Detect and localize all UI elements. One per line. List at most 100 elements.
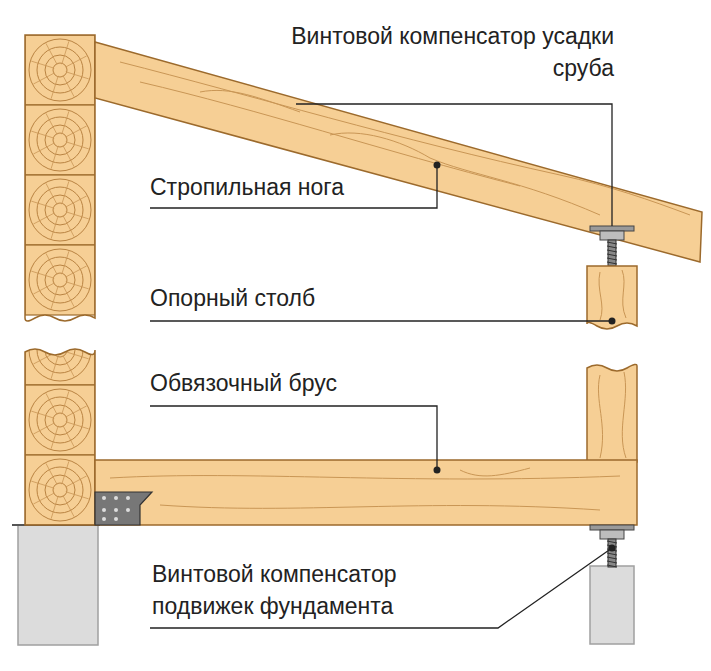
wood-grain <box>110 468 620 510</box>
drawing-part <box>46 43 57 64</box>
drawing-part <box>66 422 89 429</box>
drawing-part <box>607 557 617 559</box>
drawing-part <box>33 283 54 294</box>
nut <box>600 530 624 539</box>
drawing-part <box>25 35 95 105</box>
log-wall-outline <box>25 349 95 525</box>
drawing-part <box>29 109 91 171</box>
drawing-part <box>29 249 91 311</box>
drawing-part <box>51 496 58 519</box>
drawing-part <box>33 73 54 84</box>
beam <box>95 460 637 525</box>
drawing-part <box>31 481 54 488</box>
drawing-part <box>31 201 54 208</box>
log-wall-outline <box>25 35 95 321</box>
drawing-part <box>25 315 95 385</box>
drawing-part <box>330 133 600 215</box>
part-label: Винтовой компенсатор усадки сруба <box>280 20 614 84</box>
drawing-part <box>33 213 54 224</box>
drawing-part <box>609 545 616 552</box>
drawing-part <box>66 492 89 499</box>
drawing-part <box>29 39 91 101</box>
log-wall <box>25 315 95 525</box>
wood-grain <box>598 372 626 458</box>
drawing-part <box>63 355 74 376</box>
drawing-part <box>29 179 91 241</box>
drawing-part <box>65 196 86 207</box>
drawing-part <box>25 455 95 525</box>
drawing-part <box>46 323 57 344</box>
drawing-part <box>120 62 690 215</box>
drawing-part <box>46 393 57 414</box>
screw-thread <box>607 541 617 567</box>
leader-dots <box>434 162 616 552</box>
drawing-part <box>65 406 86 417</box>
drawing-part <box>37 467 83 513</box>
drawing-part <box>62 111 69 134</box>
drawing-part <box>63 495 74 516</box>
wood-grain <box>120 62 690 215</box>
drawing-part <box>37 47 83 93</box>
drawing-part <box>31 271 54 278</box>
drawing-part <box>46 253 57 274</box>
drawing-part <box>53 133 67 147</box>
drawing-part <box>160 505 600 510</box>
drawing-part <box>607 250 617 252</box>
drawing-part <box>607 553 617 555</box>
drawing-part <box>65 476 86 487</box>
drawing-part <box>63 215 74 236</box>
drawing-part <box>607 262 617 264</box>
drawing-part <box>37 187 83 233</box>
drawing-part <box>63 145 74 166</box>
drawing-part <box>37 117 83 163</box>
drawing-part <box>114 517 118 521</box>
drawing-part <box>63 75 74 96</box>
drawing-part <box>53 273 67 287</box>
foundation-post <box>590 566 634 644</box>
drawing-part <box>607 254 617 256</box>
drawing-part <box>45 265 75 295</box>
drawing-part <box>62 321 69 344</box>
nut <box>600 231 624 240</box>
drawing-part <box>45 475 75 505</box>
drawing-part <box>31 131 54 138</box>
drawing-part <box>607 258 617 260</box>
screw <box>608 539 616 567</box>
drawing-part <box>25 385 95 455</box>
drawing-part <box>66 142 89 149</box>
drawing-part <box>53 63 67 77</box>
screw-thread <box>607 242 617 264</box>
drawing-part <box>65 266 86 277</box>
drawing-part <box>45 125 75 155</box>
drawing-part <box>62 391 69 414</box>
drawing-part <box>25 35 95 105</box>
drawing-part <box>53 413 67 427</box>
drawing-part <box>37 397 83 443</box>
drawing-part <box>53 203 67 217</box>
drawing-part <box>33 493 54 504</box>
drawing-part <box>102 508 106 512</box>
drawing-part <box>434 162 441 169</box>
bracket-holes <box>102 496 130 521</box>
drawing-part <box>62 181 69 204</box>
drawing-part <box>46 463 57 484</box>
drawing-part <box>51 146 58 169</box>
drawing-part <box>200 90 300 112</box>
screw <box>608 240 616 266</box>
drawing-part <box>25 385 95 455</box>
drawing-part <box>51 426 58 449</box>
drawing-part <box>51 356 58 379</box>
drawing-part <box>607 242 617 244</box>
drawing-part <box>25 105 95 175</box>
drawing-part <box>150 548 612 628</box>
drawing-part <box>66 72 89 79</box>
drawing-part <box>126 508 130 512</box>
drawing-part <box>33 423 54 434</box>
drawing-part <box>25 245 95 315</box>
drawing-part <box>45 195 75 225</box>
drawing-part <box>110 476 620 479</box>
drawing-part <box>607 541 617 543</box>
drawing-part <box>25 455 95 525</box>
drawing-part <box>114 508 118 512</box>
